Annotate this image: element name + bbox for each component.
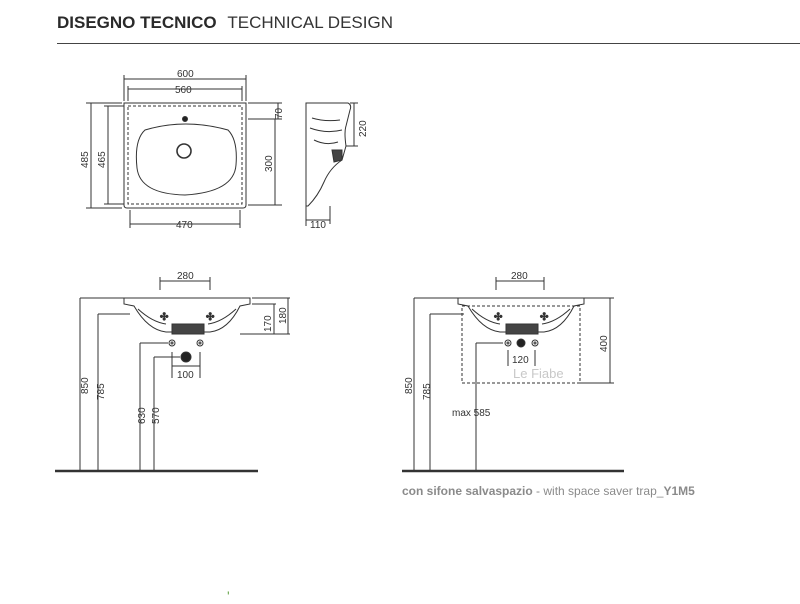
dim-170: 170 bbox=[263, 315, 274, 332]
top-view-labels: 600 560 470 485 465 70 300 bbox=[80, 69, 285, 231]
dim-280-left: 280 bbox=[177, 271, 194, 282]
front-view-right: ✣ ✣ bbox=[402, 277, 624, 473]
side-view bbox=[305, 102, 358, 226]
tap-hole bbox=[182, 116, 188, 122]
trap-box-dashed bbox=[461, 305, 581, 384]
caption-code: Y1M5 bbox=[663, 484, 695, 498]
caption: con sifone salvaspazio - with space save… bbox=[402, 484, 695, 498]
dim-180: 180 bbox=[278, 307, 289, 324]
title-italian: DISEGNO TECNICO bbox=[57, 13, 217, 32]
svg-text:✣: ✣ bbox=[540, 312, 548, 323]
dim-600: 600 bbox=[177, 69, 194, 80]
dim-220: 220 bbox=[358, 120, 369, 137]
caption-italian: con sifone salvaspazio bbox=[402, 484, 533, 498]
waste-outlet-right bbox=[516, 338, 526, 348]
dim-280-right: 280 bbox=[511, 271, 528, 282]
dim-570: 570 bbox=[151, 407, 162, 424]
dim-465: 465 bbox=[97, 151, 108, 168]
svg-text:✣: ✣ bbox=[494, 312, 502, 323]
dim-70: 70 bbox=[274, 107, 285, 119]
watermark: Le Fiabe bbox=[513, 366, 564, 381]
dim-560: 560 bbox=[175, 85, 192, 96]
dim-850-right: 850 bbox=[404, 377, 415, 394]
header-rule bbox=[57, 43, 800, 44]
bowl-outline bbox=[135, 123, 237, 196]
basin-front-left bbox=[123, 297, 251, 333]
dim-470: 470 bbox=[176, 220, 193, 231]
dim-485: 485 bbox=[80, 151, 91, 168]
page-header: DISEGNO TECNICO TECHNICAL DESIGN bbox=[57, 12, 393, 34]
dim-400: 400 bbox=[599, 335, 610, 352]
side-profile bbox=[305, 102, 352, 207]
caption-english: - with space saver trap_ bbox=[532, 484, 664, 498]
dim-630: 630 bbox=[137, 407, 148, 424]
front-view-left: ✣ ✣ bbox=[55, 277, 290, 473]
dim-785-left: 785 bbox=[96, 383, 107, 400]
basin-inner-dashed bbox=[127, 105, 243, 205]
waste-outlet-left bbox=[180, 351, 192, 363]
brand-mark-fragment: ʹ bbox=[227, 588, 230, 604]
drain-hole bbox=[176, 143, 192, 159]
dim-110: 110 bbox=[310, 220, 326, 231]
dim-785-right: 785 bbox=[422, 383, 433, 400]
dim-120: 120 bbox=[512, 355, 529, 366]
svg-text:✣: ✣ bbox=[206, 312, 214, 323]
max-585-label: max 585 bbox=[452, 408, 491, 419]
basin-outline-top bbox=[123, 102, 247, 209]
front-view-right-labels: 280 400 120 850 785 max 585 Le Fiabe bbox=[404, 271, 610, 419]
svg-text:✣: ✣ bbox=[160, 312, 168, 323]
front-view-left-labels: 280 170 180 100 850 785 630 570 bbox=[80, 271, 289, 424]
dim-300: 300 bbox=[264, 155, 275, 172]
dim-100: 100 bbox=[177, 370, 194, 381]
top-view bbox=[86, 75, 282, 228]
title-english: TECHNICAL DESIGN bbox=[227, 13, 393, 32]
dim-850-left: 850 bbox=[80, 377, 91, 394]
side-view-labels: 220 110 bbox=[310, 120, 369, 231]
